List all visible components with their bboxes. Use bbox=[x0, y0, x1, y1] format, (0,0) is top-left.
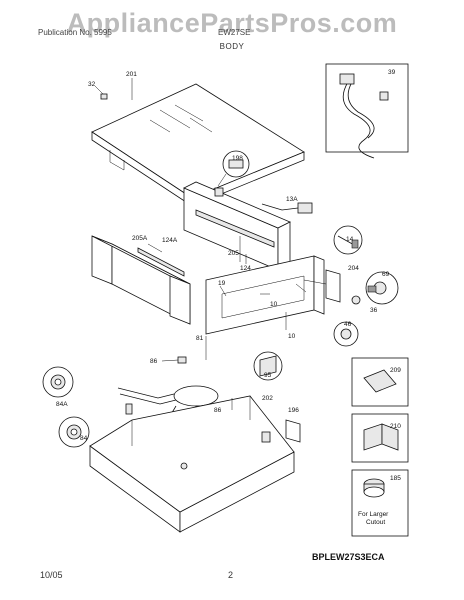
label-205: 205 bbox=[228, 250, 239, 257]
label-14: 14 bbox=[346, 236, 354, 243]
part-198-callout bbox=[217, 150, 250, 187]
label-209: 209 bbox=[390, 367, 401, 374]
part-205a-side-panel bbox=[91, 235, 191, 325]
part-202-bottom-box bbox=[89, 395, 295, 533]
label-202: 202 bbox=[262, 395, 273, 402]
label-81: 81 bbox=[196, 335, 204, 342]
label-19: 19 bbox=[218, 280, 226, 287]
label-198: 198 bbox=[232, 155, 243, 162]
label-95: 95 bbox=[264, 372, 272, 379]
label-84a: 84A bbox=[56, 401, 68, 408]
label-10-lower: 10 bbox=[288, 333, 296, 340]
part-13a-wire bbox=[261, 202, 313, 214]
part-196-bracket bbox=[285, 419, 301, 443]
part-210-inset bbox=[351, 413, 409, 463]
diagram-code: BPLEW27S3ECA bbox=[312, 552, 385, 562]
label-69: 69 bbox=[382, 271, 390, 278]
part-84-callout bbox=[58, 416, 90, 448]
footer-page-number: 2 bbox=[228, 570, 234, 580]
model-number: EW27SE bbox=[218, 28, 251, 37]
part-124-rail bbox=[195, 209, 275, 248]
label-46: 46 bbox=[344, 321, 352, 328]
part-36-bushing bbox=[351, 295, 361, 305]
leader-lines bbox=[131, 78, 327, 410]
label-10-upper: 10 bbox=[270, 301, 278, 308]
label-124a: 124A bbox=[162, 237, 178, 244]
inset-note-line2: Cutout bbox=[366, 519, 385, 526]
watermark: AppliancePartsPros.com bbox=[66, 8, 398, 38]
part-69-callout bbox=[365, 271, 399, 305]
label-39: 39 bbox=[388, 69, 396, 76]
part-86-clips bbox=[125, 356, 205, 415]
part-39-power-cord-inset bbox=[325, 63, 409, 159]
footer-date: 10/05 bbox=[40, 570, 63, 580]
part-32-screw bbox=[94, 85, 108, 100]
part-number-labels: 201 32 39 198 13A 205A 124A 205 124 14 2… bbox=[56, 69, 401, 526]
part-204-bracket bbox=[325, 269, 341, 303]
part-46-callout bbox=[333, 321, 359, 347]
label-32: 32 bbox=[88, 81, 96, 88]
part-14-callout bbox=[333, 225, 363, 255]
part-84a-callout bbox=[42, 366, 74, 398]
part-95-callout bbox=[253, 351, 283, 381]
label-36: 36 bbox=[370, 307, 378, 314]
part-19-front-panel bbox=[205, 255, 325, 335]
label-124: 124 bbox=[240, 265, 251, 272]
label-205a: 205A bbox=[132, 235, 148, 242]
label-86-lower: 86 bbox=[214, 407, 222, 414]
part-185-inset bbox=[351, 469, 409, 537]
label-185: 185 bbox=[390, 475, 401, 482]
label-84: 84 bbox=[80, 435, 88, 442]
label-13a: 13A bbox=[286, 196, 298, 203]
label-86-upper: 86 bbox=[150, 358, 158, 365]
inset-note-line1: For Larger bbox=[358, 511, 389, 518]
part-209-inset bbox=[351, 357, 409, 407]
label-196: 196 bbox=[288, 407, 299, 414]
publication-number: Publication No. 5995 bbox=[38, 28, 112, 37]
label-204: 204 bbox=[348, 265, 359, 272]
label-201: 201 bbox=[126, 71, 137, 78]
page-title: BODY bbox=[219, 42, 245, 51]
label-210: 210 bbox=[390, 423, 401, 430]
